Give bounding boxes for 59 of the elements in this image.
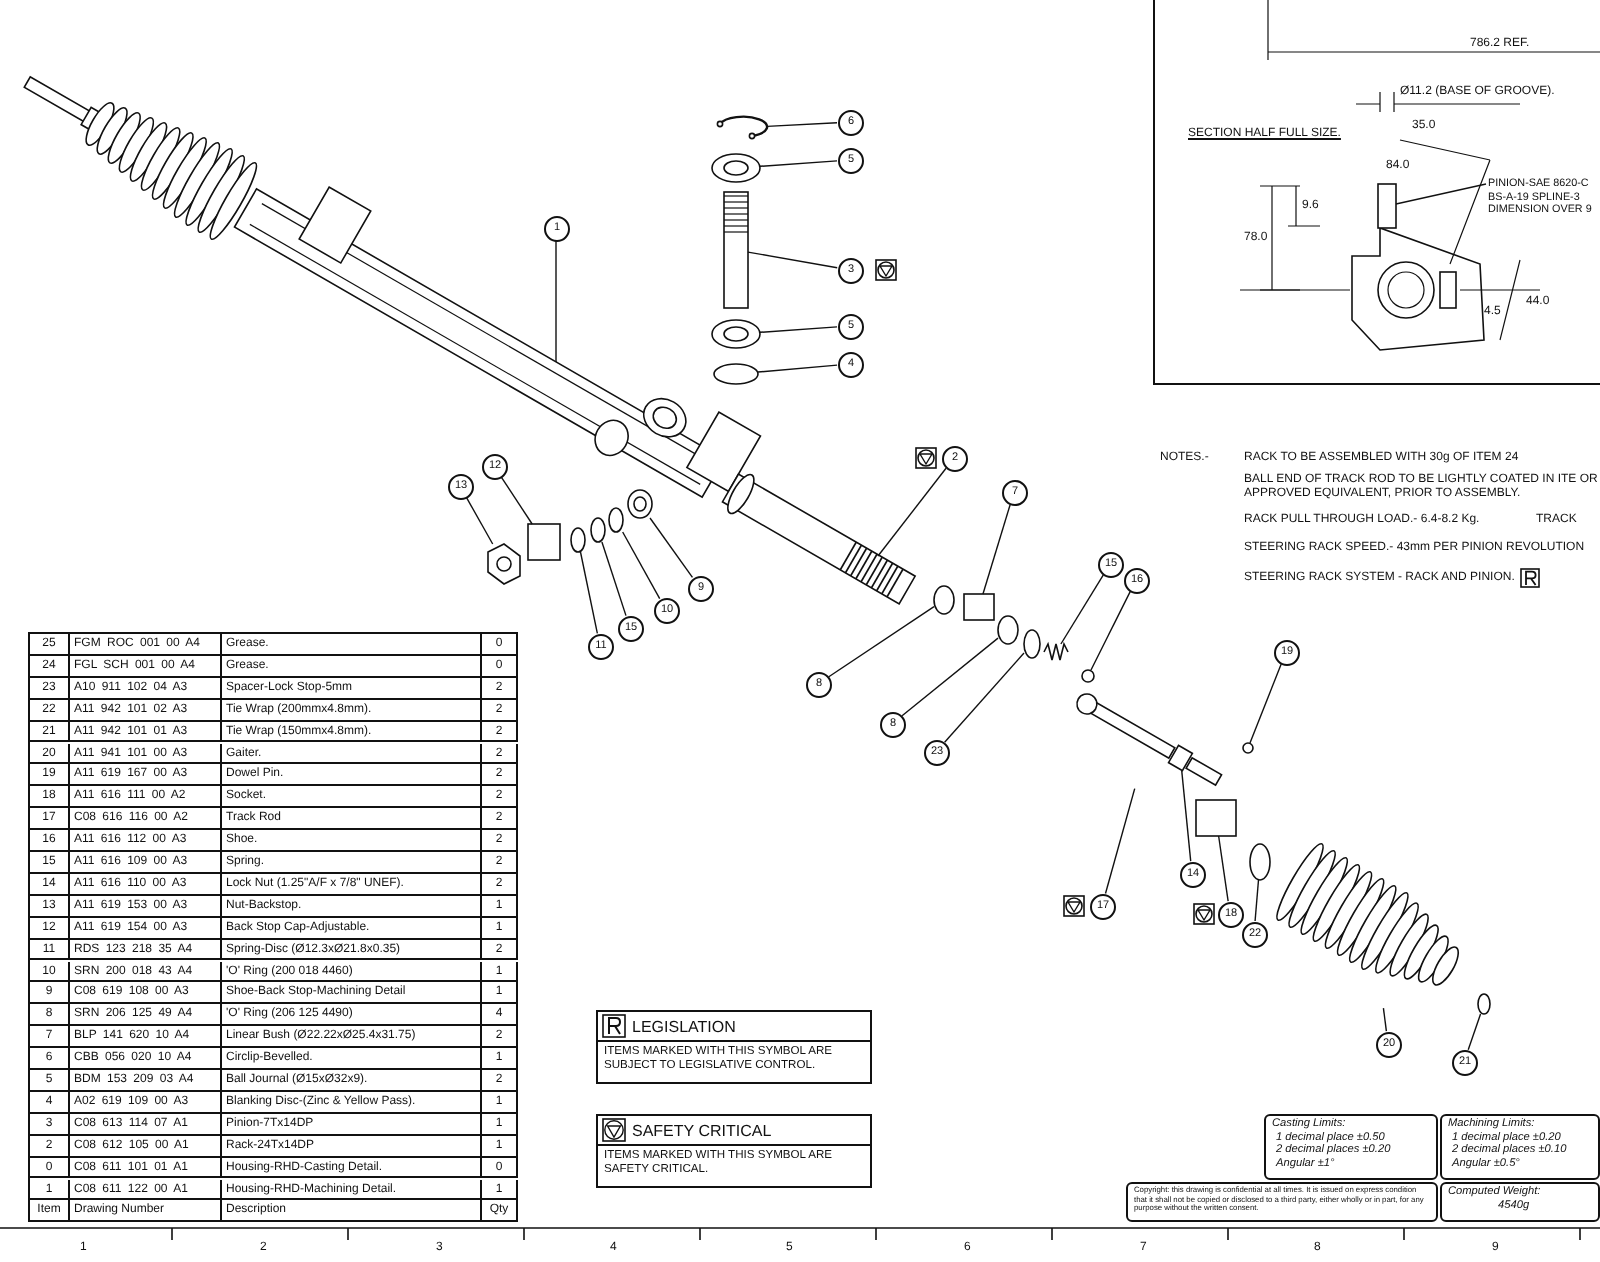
leader-line — [500, 476, 533, 525]
leader-line — [1249, 663, 1282, 744]
leader-line — [1090, 590, 1131, 671]
leader-line — [1254, 879, 1260, 922]
gaiter-drawing — [1276, 842, 1459, 986]
o-ring-drawing — [933, 585, 955, 615]
pinion-drawing — [723, 191, 749, 309]
spring-washer-drawing — [590, 517, 606, 543]
o-ring-drawing — [997, 615, 1019, 645]
leader-line — [1104, 787, 1136, 895]
box-heading: SAFETY CRITICAL — [632, 1122, 772, 1140]
leader-line — [757, 364, 838, 373]
leader-line — [759, 160, 838, 167]
pinion-shaft-drawing — [1377, 183, 1397, 229]
limits-box — [1264, 1114, 1438, 1180]
bearing-drawing — [711, 153, 761, 183]
leader-line — [465, 496, 494, 545]
tie-wrap-drawing — [1477, 993, 1491, 1015]
leader-line — [1217, 835, 1229, 902]
spring-drawing — [1043, 641, 1069, 661]
leader-line — [877, 467, 947, 557]
leader-line — [828, 605, 935, 678]
o-ring-drawing — [608, 507, 624, 533]
leader-line — [1382, 1007, 1388, 1032]
leader-line — [1060, 574, 1104, 645]
leader-line — [982, 503, 1011, 595]
track-rod-drawing — [1076, 693, 1223, 787]
leader-line — [649, 517, 694, 579]
shoe-drawing — [627, 489, 653, 519]
cap-drawing — [527, 523, 561, 561]
spacer-drawing — [1023, 629, 1041, 659]
leader-line — [901, 637, 999, 717]
shoe-drawing — [1081, 669, 1095, 683]
leader-line — [555, 240, 557, 363]
leader-line — [747, 251, 838, 269]
leader-line — [943, 652, 1025, 743]
box-heading: LEGISLATION — [632, 1018, 736, 1036]
leader-line — [759, 326, 838, 333]
symbol-key-box — [596, 1114, 872, 1188]
leader-line — [621, 531, 661, 600]
weight-box — [1440, 1182, 1600, 1222]
bearing-drawing — [711, 319, 761, 349]
dowel-pin-drawing — [1242, 742, 1254, 754]
leader-line — [766, 122, 838, 128]
tie-wrap-drawing — [1249, 843, 1271, 881]
hex-nut-drawing — [487, 543, 521, 585]
copyright-box — [1126, 1182, 1438, 1222]
bush-drawing — [963, 593, 995, 621]
blanking-disc-drawing — [713, 363, 759, 385]
leader-line — [601, 541, 627, 617]
leader-line — [1181, 769, 1192, 862]
leader-line — [579, 551, 599, 634]
symbol-key-box — [596, 1010, 872, 1084]
leader-line — [1467, 1013, 1482, 1051]
limits-box — [1440, 1114, 1600, 1180]
disc-spring-drawing — [570, 527, 586, 553]
leader-line — [1395, 183, 1487, 205]
socket-drawing — [1195, 799, 1237, 837]
circlip-drawing — [716, 115, 769, 140]
